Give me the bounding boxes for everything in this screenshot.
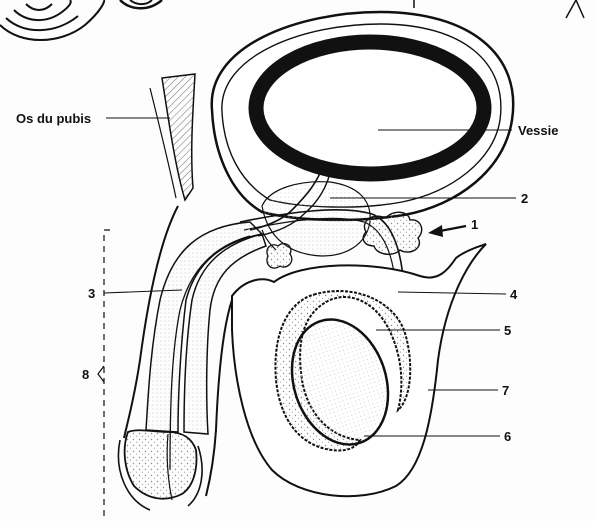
label-4: 4 [510, 287, 518, 302]
label-pubis: Os du pubis [16, 111, 91, 126]
penis-ventral-contour [206, 300, 232, 496]
label-6: 6 [504, 429, 511, 444]
adjacent-figure-fragment [0, 0, 162, 40]
label-1: 1 [471, 217, 478, 232]
arrow-to-structure-1 [428, 225, 466, 237]
bulbourethral-gland [267, 244, 292, 269]
label-8: 8 [82, 367, 89, 382]
label-7: 7 [502, 383, 509, 398]
bracket-8 [98, 230, 110, 521]
label-bladder: Vessie [518, 123, 559, 138]
top-right-marks [414, 0, 584, 18]
bladder [256, 42, 484, 174]
label-3: 3 [88, 286, 95, 301]
glans [125, 430, 197, 498]
label-2: 2 [521, 191, 528, 206]
pubic-bone [162, 74, 195, 200]
label-5: 5 [504, 323, 511, 338]
